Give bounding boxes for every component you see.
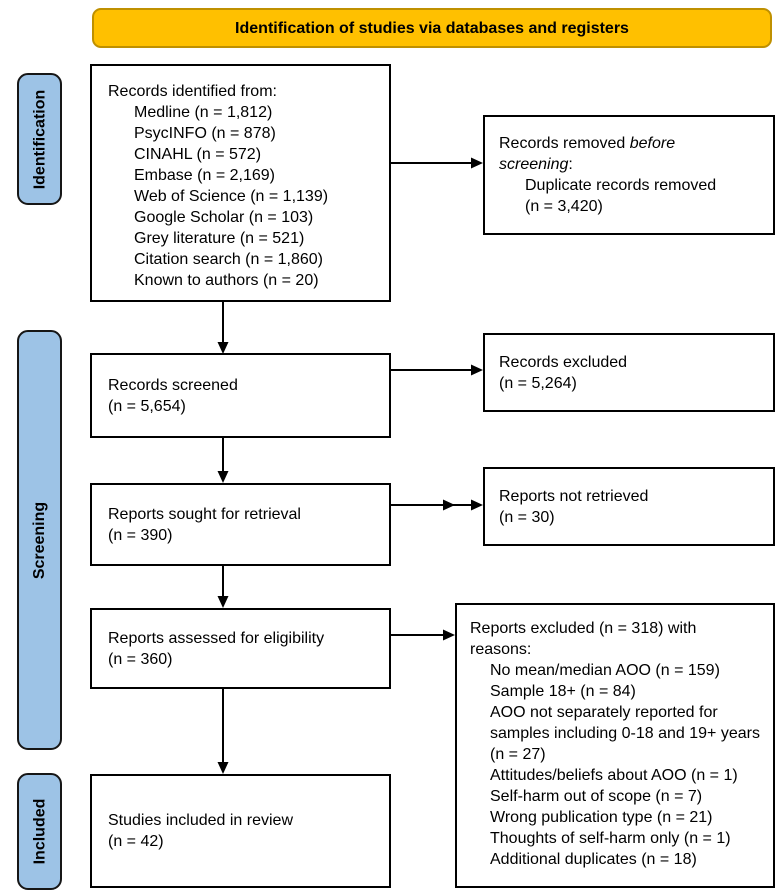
reports-not-retrieved-line1: Reports not retrieved — [499, 487, 649, 505]
stage-identification: Identification — [17, 73, 62, 205]
reason-no-mean-median-aoo: No mean/median AOO (n = 159) — [490, 662, 720, 679]
arrow-screened-to-sought — [217, 437, 229, 483]
stage-included: Included — [17, 773, 62, 890]
reports-not-retrieved-count: (n = 30) — [499, 508, 555, 526]
reports-sought-line1: Reports sought for retrieval — [108, 505, 301, 523]
source-cinahl: CINAHL (n = 572) — [134, 146, 262, 163]
studies-included-line1: Studies included in review — [108, 812, 293, 829]
arrow-assessed-to-included — [217, 688, 229, 774]
reason-sample-18plus: Sample 18+ (n = 84) — [490, 683, 636, 700]
arrow-sought-to-assessed — [217, 565, 229, 608]
box-reports-excluded-with-reasons: Reports excluded (n = 318) with reasons:… — [455, 603, 775, 888]
box-studies-included: Studies included in review (n = 42) — [90, 774, 391, 888]
source-web-of-science: Web of Science (n = 1,139) — [134, 188, 329, 205]
reports-sought-count: (n = 390) — [108, 526, 173, 544]
box-records-identified: Records identified from: Medline (n = 1,… — [90, 64, 391, 302]
box-reports-sought: Reports sought for retrieval (n = 390) — [90, 483, 391, 566]
reason-attitudes-beliefs: Attitudes/beliefs about AOO (n = 1) — [490, 767, 738, 784]
reason-thoughts-of-self-harm: Thoughts of self-harm only (n = 1) — [490, 830, 731, 847]
duplicates-removed-line1: Duplicate records removed — [525, 177, 717, 194]
reports-excluded-title-line2: reasons: — [470, 641, 532, 658]
duplicates-removed-count: (n = 3,420) — [525, 198, 603, 215]
stage-screening-label: Screening — [31, 501, 49, 579]
source-psycinfo: PsycINFO (n = 878) — [134, 125, 276, 142]
source-embase: Embase (n = 2,169) — [134, 167, 275, 184]
box-reports-not-retrieved: Reports not retrieved (n = 30) — [483, 467, 775, 546]
box-records-screened: Records screened (n = 5,654) — [90, 353, 391, 438]
reason-additional-duplicates: Additional duplicates (n = 18) — [490, 851, 697, 868]
reports-assessed-count: (n = 360) — [108, 650, 173, 668]
records-removed-title: Records removed before — [499, 135, 676, 152]
box-reports-assessed: Reports assessed for eligibility (n = 36… — [90, 608, 391, 689]
records-excluded-count: (n = 5,264) — [499, 374, 577, 392]
stage-included-label: Included — [31, 798, 48, 865]
records-removed-title-line2: screening: — [499, 156, 573, 173]
arrow-identified-to-removed — [390, 157, 483, 169]
reason-aoo-not-separately-reported: AOO not separately reported for samples … — [490, 704, 760, 763]
studies-included-count: (n = 42) — [108, 833, 164, 850]
box-records-excluded: Records excluded (n = 5,264) — [483, 333, 775, 412]
source-google-scholar: Google Scholar (n = 103) — [134, 209, 314, 226]
stage-identification-label: Identification — [31, 89, 48, 189]
records-identified-title: Records identified from: — [108, 83, 277, 100]
banner-identification-via-databases: Identification of studies via databases … — [92, 8, 772, 48]
reports-excluded-title-line1: Reports excluded (n = 318) with — [470, 620, 697, 637]
arrow-screened-to-excluded — [390, 364, 483, 376]
source-known-to-authors: Known to authors (n = 20) — [134, 272, 319, 289]
records-excluded-line1: Records excluded — [499, 353, 628, 371]
source-citation-search: Citation search (n = 1,860) — [134, 251, 323, 268]
arrow-sought-to-not-retrieved — [390, 499, 483, 511]
reason-self-harm-out-of-scope: Self-harm out of scope (n = 7) — [490, 788, 703, 805]
box-records-removed-before-screening: Records removed before screening: Duplic… — [483, 115, 775, 235]
records-screened-count: (n = 5,654) — [108, 397, 186, 415]
arrow-identified-to-screened — [217, 301, 229, 354]
source-medline: Medline (n = 1,812) — [134, 104, 273, 121]
arrow-assessed-to-reports-excluded — [390, 629, 455, 641]
reason-wrong-publication-type: Wrong publication type (n = 21) — [490, 809, 713, 826]
records-screened-line1: Records screened — [108, 376, 238, 394]
reports-assessed-line1: Reports assessed for eligibility — [108, 629, 325, 647]
source-grey-literature: Grey literature (n = 521) — [134, 230, 305, 247]
stage-screening: Screening — [17, 330, 62, 750]
banner-label: Identification of studies via databases … — [235, 19, 629, 37]
